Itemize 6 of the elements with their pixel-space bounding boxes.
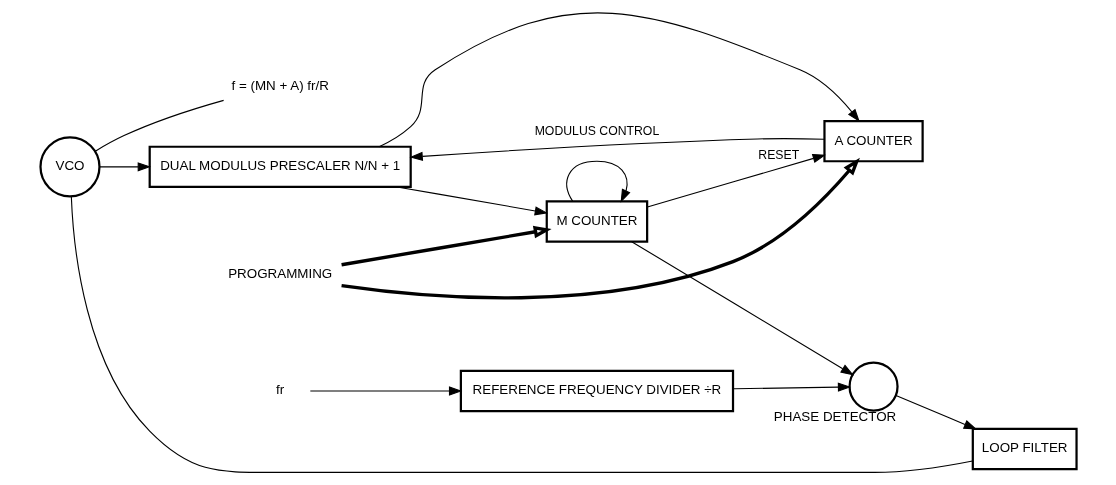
node-text: f = (MN + A) fr/R	[231, 77, 329, 93]
node-text: PROGRAMMING	[227, 266, 332, 282]
edge-label: RESET	[757, 147, 799, 162]
edge-label: MODULUS CONTROL	[534, 124, 659, 139]
node-text: fr	[275, 382, 284, 398]
node-label: PHASE DETECTOR	[773, 409, 896, 425]
